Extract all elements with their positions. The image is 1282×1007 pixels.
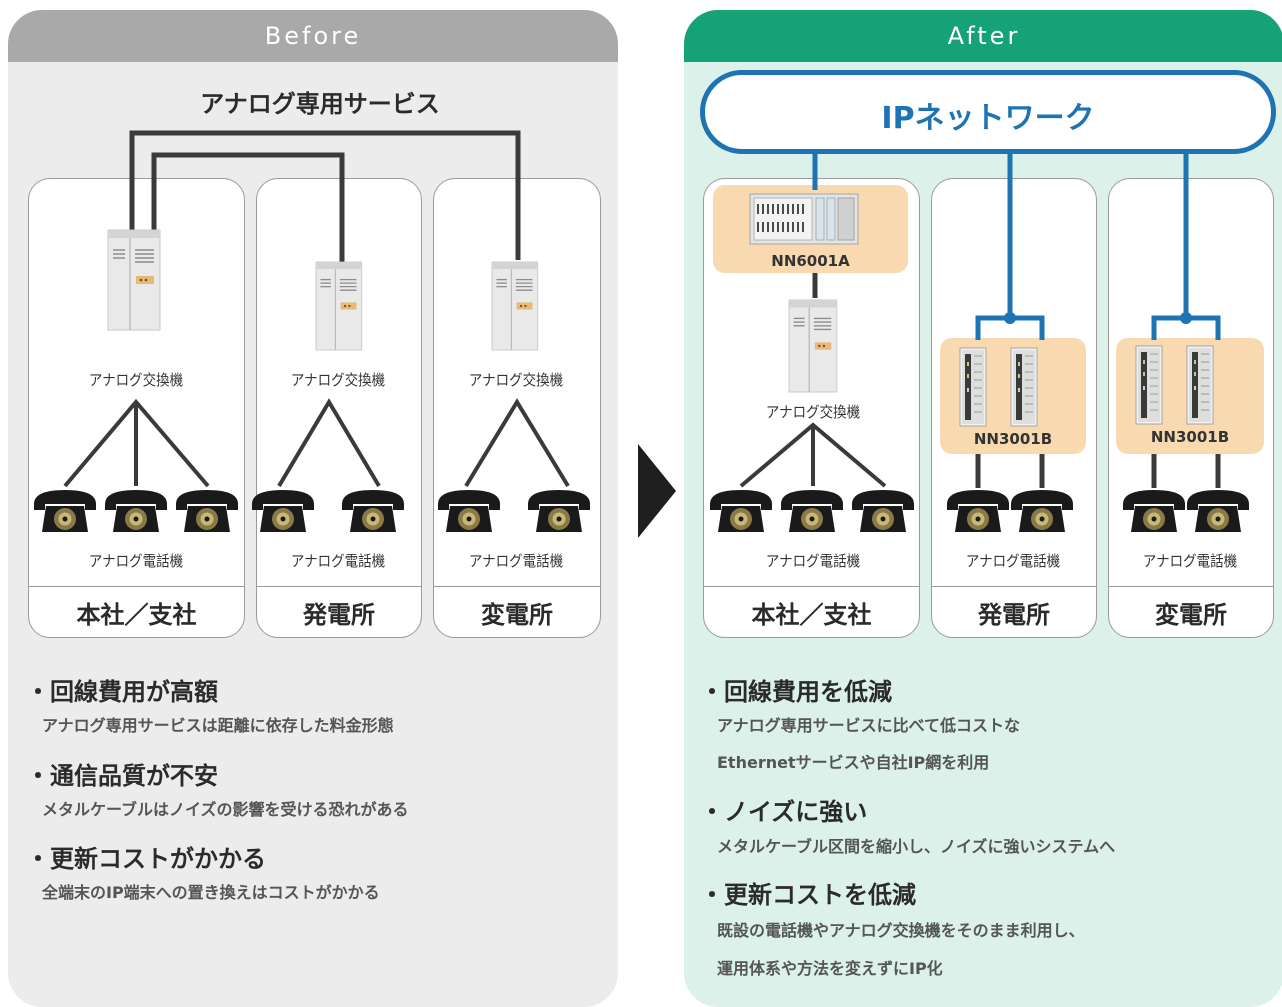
after-phones-label-powerplant: アナログ電話機 [965, 552, 1061, 570]
before-exchange-label-substation: アナログ交換機 [468, 371, 564, 389]
after-column-powerplant-label: 発電所 [932, 586, 1096, 637]
before-column-powerplant-label: 発電所 [257, 586, 421, 637]
before-bullet-detail-cost: アナログ専用サービスは距離に依存した料金形態 [42, 716, 394, 735]
before-header: Before [8, 10, 618, 62]
before-column-hq-label: 本社／支社 [29, 586, 244, 637]
after-header: After [684, 10, 1282, 62]
after-column-hq-label: 本社／支社 [704, 586, 919, 637]
nn3001b-label-powerplant: NN3001B [973, 430, 1053, 448]
before-phones-label-powerplant: アナログ電話機 [290, 552, 386, 570]
before-bullet-heading-update: ・更新コストがかかる [26, 845, 266, 873]
after-bullet-detail-update-1: 既設の電話機やアナログ交換機をそのまま利用し、 [717, 921, 1085, 940]
after-bullet-detail-cost-2: Ethernetサービスや自社IP網を利用 [717, 753, 990, 772]
before-column-substation-label: 変電所 [434, 586, 600, 637]
before-bullet-detail-update: 全端末のIP端末への置き換えはコストがかかる [42, 883, 380, 902]
after-phones-label-substation: アナログ電話機 [1142, 552, 1238, 570]
nn6001a-label: NN6001A [771, 252, 850, 270]
after-bullet-heading-update: ・更新コストを低減 [700, 881, 916, 909]
nn3001b-icon-substation [1135, 345, 1214, 425]
after-exchange-icon-hq [788, 299, 838, 393]
after-bullet-detail-cost-1: アナログ専用サービスに比べて低コストな [717, 716, 1021, 735]
nn3001b-label-substation: NN3001B [1150, 428, 1230, 446]
after-phones-label-hq: アナログ電話機 [765, 552, 861, 570]
nn6001a-icon [749, 193, 859, 245]
before-exchange-icon-substation [491, 261, 539, 351]
after-column-substation-label: 変電所 [1109, 586, 1273, 637]
before-column-powerplant: 発電所 [256, 178, 422, 638]
before-phones-label-substation: アナログ電話機 [468, 552, 564, 570]
after-phone-icons [710, 490, 1249, 532]
before-exchange-label-hq: アナログ交換機 [88, 371, 184, 389]
ip-network-cloud [700, 70, 1276, 154]
after-bullet-heading-noise: ・ノイズに強い [700, 798, 868, 826]
after-bullet-detail-noise: メタルケーブル区間を縮小し、ノイズに強いシステムへ [717, 837, 1116, 856]
after-bullet-heading-cost: ・回線費用を低減 [700, 678, 892, 706]
before-bullet-detail-quality: メタルケーブルはノイズの影響を受ける恐れがある [42, 800, 409, 819]
analog-leased-lines [129, 130, 521, 262]
before-after-arrow [638, 444, 676, 538]
nn3001b-icon-powerplant [959, 347, 1038, 427]
ip-network-title: IPネットワーク [881, 101, 1095, 136]
before-exchange-label-powerplant: アナログ交換機 [290, 371, 386, 389]
before-phones-label-hq: アナログ電話機 [88, 552, 184, 570]
before-bullet-heading-quality: ・通信品質が不安 [26, 762, 218, 790]
before-bullet-heading-cost: ・回線費用が高額 [26, 678, 218, 706]
after-bullet-detail-update-2: 運用体系や方法を変えずにIP化 [717, 959, 943, 978]
before-exchange-icon-hq [107, 229, 161, 331]
after-exchange-label-hq: アナログ交換機 [765, 403, 861, 421]
before-exchange-icon-powerplant [315, 261, 363, 351]
before-phone-icons [34, 490, 590, 532]
before-service-title: アナログ専用サービス [200, 90, 440, 118]
